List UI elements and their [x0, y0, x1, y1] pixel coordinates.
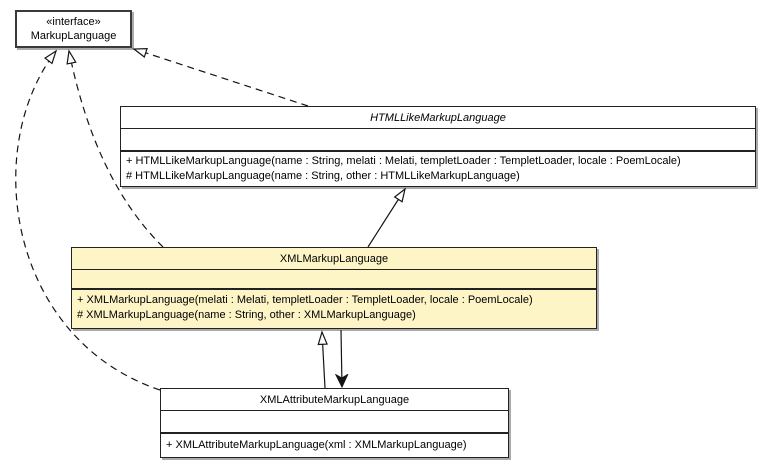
method-signature: + HTMLLikeMarkupLanguage(name : String, … — [126, 155, 681, 167]
methods-compartment: + XMLAttributeMarkupLanguage(xml : XMLMa… — [161, 434, 508, 457]
stereotype-label: «interface» — [46, 16, 101, 28]
attributes-compartment — [121, 129, 755, 152]
methods-compartment: + XMLMarkupLanguage(melati : Melati, tem… — [72, 290, 596, 328]
edge-generalization-xmlattribute-to-xml — [317, 330, 328, 389]
edge-generalization-xml-to-htmllike — [367, 187, 406, 248]
class-box-xmlattributemarkuplanguage[interactable]: XMLAttributeMarkupLanguage + XMLAttribut… — [160, 388, 509, 458]
edge-association-xml-to-xmlattribute — [341, 329, 342, 387]
attributes-compartment — [72, 270, 596, 290]
class-box-markuplanguage[interactable]: «interface» MarkupLanguage — [15, 10, 132, 48]
method-signature: # XMLMarkupLanguage(name : String, other… — [77, 309, 416, 321]
class-name-xmlmarkuplanguage: XMLMarkupLanguage — [72, 248, 596, 270]
attributes-compartment — [161, 411, 508, 434]
class-name-xmlattributemarkuplanguage: XMLAttributeMarkupLanguage — [161, 389, 508, 411]
edge-realization-htmllike-to-markuplanguage — [132, 48, 309, 107]
method-signature: # HTMLLikeMarkupLanguage(name : String, … — [126, 170, 520, 182]
method-signature: + XMLAttributeMarkupLanguage(xml : XMLMa… — [166, 439, 467, 451]
class-box-xmlmarkuplanguage[interactable]: XMLMarkupLanguage + XMLMarkupLanguage(me… — [71, 247, 597, 329]
method-signature: + XMLMarkupLanguage(melati : Melati, tem… — [77, 294, 533, 306]
class-box-htmllikemarkuplanguage[interactable]: HTMLLikeMarkupLanguage + HTMLLikeMarkupL… — [120, 106, 756, 187]
methods-compartment: + HTMLLikeMarkupLanguage(name : String, … — [121, 152, 755, 186]
class-name-htmllikemarkuplanguage: HTMLLikeMarkupLanguage — [121, 107, 755, 129]
edge-realization-xmlattribute-to-markuplanguage — [15, 49, 161, 391]
class-name-markuplanguage: MarkupLanguage — [30, 30, 117, 42]
